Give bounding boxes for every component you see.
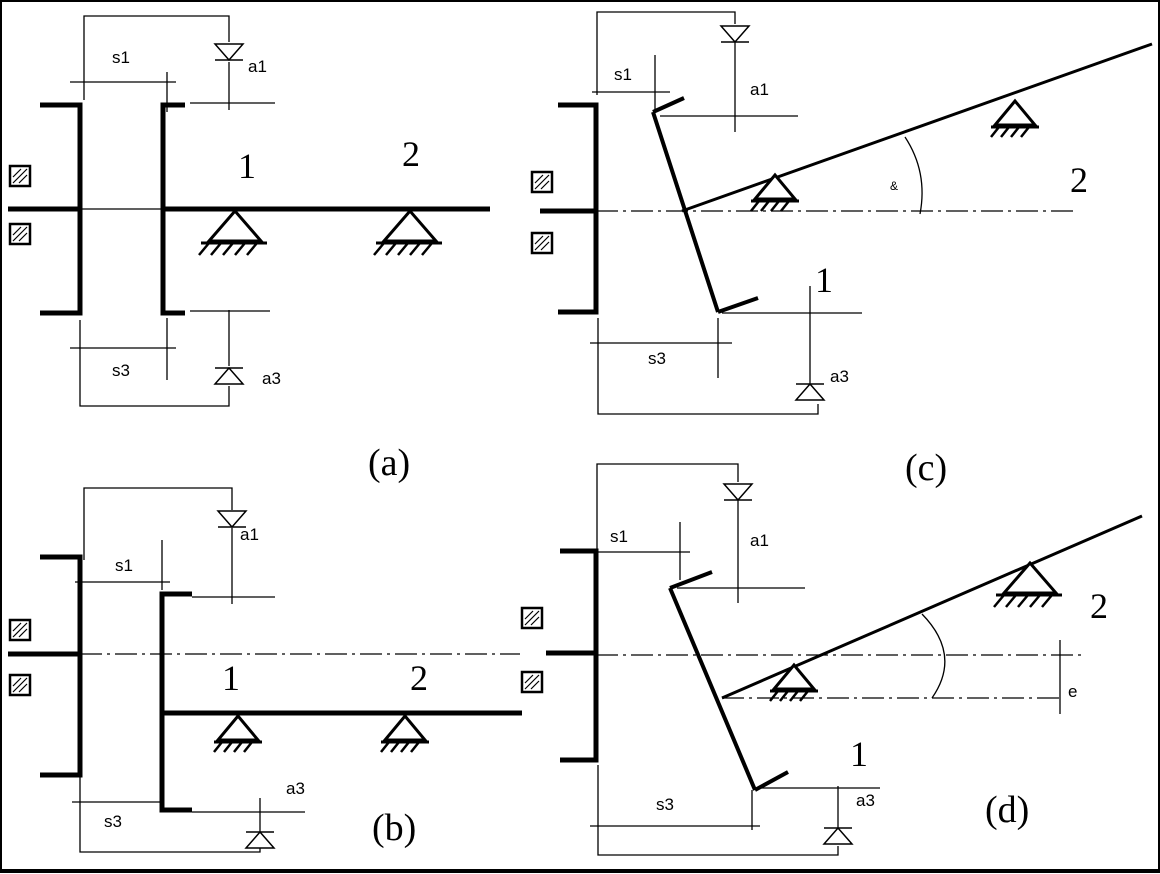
caption-b: (b): [372, 807, 416, 849]
label-shaft-2: 2: [410, 658, 428, 698]
fixture-block-icon: [8, 618, 32, 642]
support-icon: [749, 173, 801, 213]
support-icon: [197, 209, 269, 257]
label-a1: a1: [750, 531, 769, 550]
label-a3: a3: [830, 367, 849, 386]
panel-d: s1 a1 s3 a3 e 1 2 (d): [520, 463, 1143, 856]
caption-c: (c): [905, 447, 947, 489]
label-a1: a1: [248, 57, 267, 76]
label-shaft-2: 2: [1070, 160, 1088, 200]
support-icon: [989, 99, 1041, 139]
caption-d: (d): [985, 789, 1029, 831]
dial-gauge-icon: [214, 43, 244, 61]
dial-gauge-icon: [214, 367, 244, 385]
label-shaft-1: 1: [222, 658, 240, 698]
label-a1: a1: [750, 80, 769, 99]
dial-gauge-icon: [245, 831, 275, 849]
label-a1: a1: [240, 525, 259, 544]
label-s3: s3: [648, 349, 666, 368]
label-shaft-1: 1: [815, 260, 833, 300]
label-s3: s3: [112, 361, 130, 380]
support-icon: [379, 714, 431, 754]
fixture-block-icon: [520, 670, 544, 694]
label-shaft-2: 2: [1090, 586, 1108, 626]
support-icon: [768, 663, 820, 703]
panel-c: s1 a1 s3 a3 & 1 2 (c): [530, 11, 1153, 489]
dial-gauge-icon: [720, 25, 750, 43]
panel-a: s1 a1 s3 a3 1 2 (a): [8, 15, 490, 484]
label-a3: a3: [262, 369, 281, 388]
label-s1: s1: [610, 527, 628, 546]
fixture-block-icon: [520, 606, 544, 630]
dial-gauge-icon: [723, 483, 753, 501]
label-s1: s1: [112, 48, 130, 67]
label-shaft-1: 1: [238, 146, 256, 186]
label-shaft-2: 2: [402, 134, 420, 174]
label-s1: s1: [115, 556, 133, 575]
fixture-block-icon: [8, 222, 32, 246]
dial-gauge-icon: [795, 383, 825, 401]
support-icon: [992, 561, 1064, 609]
support-icon: [212, 714, 264, 754]
label-s3: s3: [104, 812, 122, 831]
label-a3: a3: [286, 779, 305, 798]
label-e: e: [1068, 682, 1077, 701]
support-icon: [372, 209, 444, 257]
fixture-block-icon: [530, 170, 554, 194]
label-s1: s1: [614, 65, 632, 84]
label-s3: s3: [656, 795, 674, 814]
fixture-block-icon: [8, 673, 32, 697]
fixture-block-icon: [530, 231, 554, 255]
caption-a: (a): [368, 442, 410, 484]
dial-gauge-icon: [823, 827, 853, 845]
label-shaft-1: 1: [850, 734, 868, 774]
fixture-block-icon: [8, 164, 32, 188]
panel-b: s1 a1 s3 a3 1 2 (b): [8, 487, 522, 853]
label-angle: &: [890, 179, 898, 193]
label-a3: a3: [856, 791, 875, 810]
